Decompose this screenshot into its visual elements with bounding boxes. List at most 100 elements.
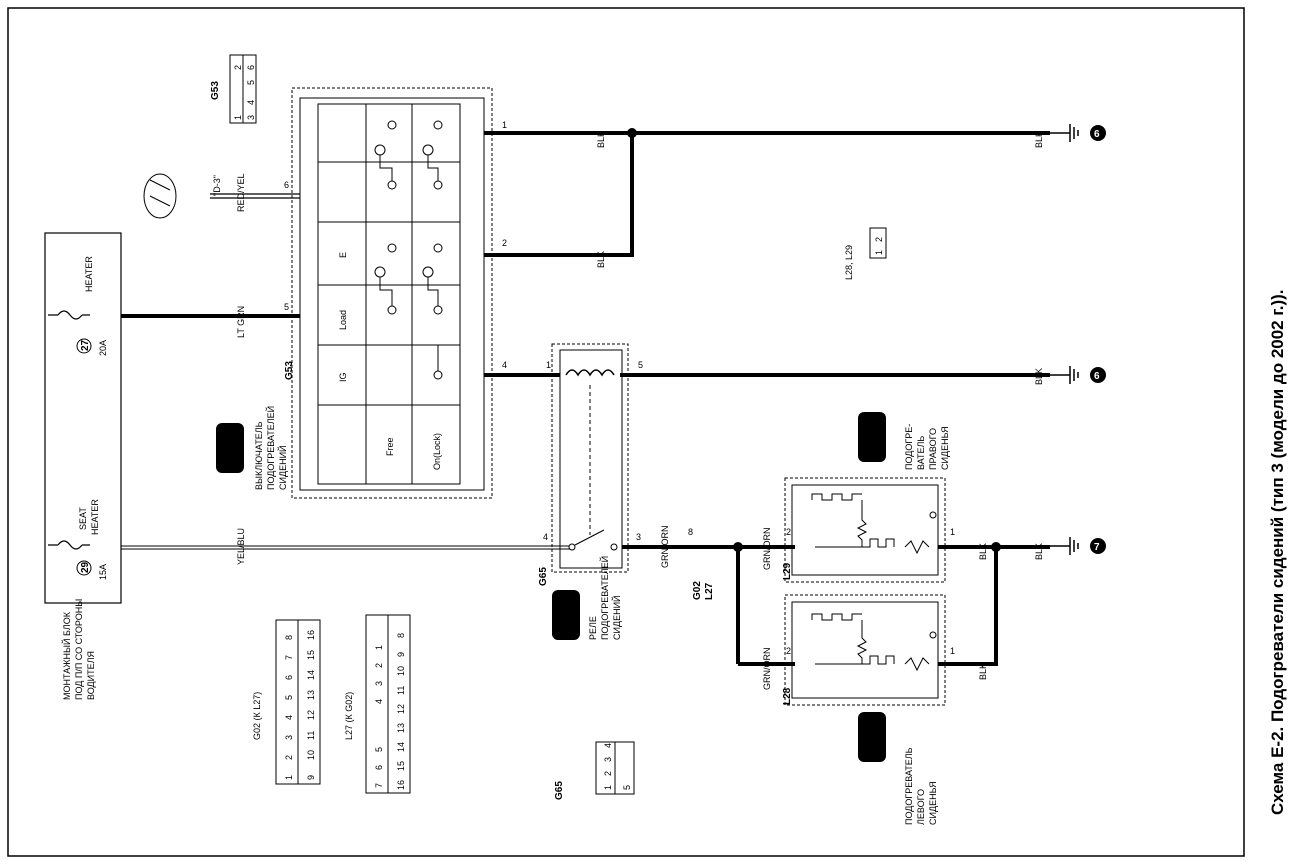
heater-l28-thermostat — [856, 620, 868, 664]
g02-cell: 4 — [284, 715, 294, 720]
ground-6-mid: 6 — [1050, 366, 1106, 384]
relay-pin-3: 3 — [636, 532, 641, 542]
switch-pin-6: 6 — [284, 180, 289, 190]
relay-switch-blade — [574, 529, 605, 546]
l27-cell: 7 — [374, 783, 384, 788]
heater-l29-element — [811, 493, 930, 555]
heater-l28-label-1: ПОДОГРЕВАТЕЛЬ — [904, 747, 914, 825]
heater-l28-contact — [929, 631, 937, 639]
switch-label-1: ВЫКЛЮЧАТЕЛЬ — [254, 421, 264, 490]
relay-pin-1: 1 — [546, 360, 551, 370]
l27-cell: 13 — [396, 723, 406, 733]
ground-label-circle — [1090, 367, 1106, 383]
g02-cell: 5 — [284, 695, 294, 700]
switch-col-e: E — [338, 252, 348, 258]
seat-heater-icon — [858, 712, 886, 762]
switch-pin-4: 4 — [502, 360, 507, 370]
g02-cell: 2 — [284, 755, 294, 760]
ground-label-circle — [1090, 125, 1106, 141]
g02-cell: 13 — [306, 690, 316, 700]
fuse-27-name: HEATER — [84, 256, 94, 292]
switch-label-3: СИДЕНИЙ — [277, 445, 288, 490]
g02-cell: 14 — [306, 670, 316, 680]
g53-cell-4: 4 — [246, 100, 256, 105]
heater-l29-label-4: СИДЕНЬЯ — [940, 426, 950, 470]
dimmer-icon — [143, 173, 177, 219]
relay-pin-5: 5 — [638, 360, 643, 370]
l27-view-title: L27 (К G02) — [344, 692, 354, 740]
l27-cell: 12 — [396, 704, 406, 714]
inline-connector-g02: G02 — [692, 581, 703, 600]
fuse-29-name-2: HEATER — [90, 499, 100, 535]
inline-connector-l27: L27 — [704, 582, 715, 600]
fuse-29-circle — [76, 560, 92, 576]
ground-label-6a: 6 — [1094, 129, 1100, 140]
splice-3 — [991, 542, 1001, 552]
g53-cell-2: 2 — [233, 65, 243, 70]
l28-l29-cell-2: 2 — [874, 237, 884, 242]
connector-view-g02: G02 (К L27) — [252, 619, 321, 785]
fuse-27-circle — [76, 338, 92, 354]
heater-l29: 2 1 L29 ПОДОГРЕ- ВАТЕЛЬ ПРАВОГО СИДЕНЬЯ — [782, 412, 955, 583]
ground-icon — [1050, 124, 1079, 142]
heater-l28-pin-2: 2 — [786, 646, 791, 656]
switch-col-ig: IG — [338, 372, 348, 382]
g53-cell-6: 6 — [246, 65, 256, 70]
heater-l29-connector: L29 — [782, 562, 793, 580]
seat-heater-icon — [858, 412, 886, 462]
wire-label-grn-orn: GRN/ORN — [660, 526, 670, 569]
heater-l29-pin-1: 1 — [950, 527, 955, 537]
relay-block-icon — [552, 590, 580, 640]
g02-cell: 6 — [284, 675, 294, 680]
switch-table — [317, 103, 461, 485]
g65-cell: 3 — [603, 757, 613, 762]
fuse-27-number: 27 — [80, 339, 91, 351]
heater-l29-label-3: ПРАВОГО — [928, 428, 938, 470]
switch-row-free: Free — [385, 437, 395, 456]
wire-label-lt-grn: LT GRN — [236, 306, 246, 338]
g02-cell: 7 — [284, 655, 294, 660]
illumination-symbol: "D-3" — [143, 173, 222, 219]
ground-icon — [1050, 537, 1079, 555]
switch-contacts — [374, 120, 443, 380]
switch-outline — [299, 97, 485, 491]
switch-pin-1: 1 — [502, 120, 507, 130]
g02-cell: 15 — [306, 650, 316, 660]
g65-cell: 4 — [603, 743, 613, 748]
relay-coil-icon — [565, 369, 615, 377]
wire-label-blk-6: BLK — [978, 663, 988, 680]
fuse-block-label-3: ВОДИТЕЛЯ — [86, 651, 96, 700]
heater-l28: 2 1 L28 ПОДОГРЕВАТЕЛЬ ЛЕВОГО СИДЕНЬЯ — [782, 594, 955, 825]
heater-l28-label-3: СИДЕНЬЯ — [928, 781, 938, 825]
switch-pin-2: 2 — [502, 238, 507, 248]
fuse-block: МОНТАЖНЫЙ БЛОК ПОД П/П СО СТОРОНЫ ВОДИТЕ… — [44, 232, 122, 700]
wire-label-red-yel: RED/YEL — [236, 173, 246, 212]
l27-cell: 8 — [396, 633, 406, 638]
connector-view-l27: L27 (К G02) — [344, 614, 411, 794]
heater-l29-pin-2: 2 — [786, 527, 791, 537]
switch-g53: IG Load E Free On(Lock) 1 2 4 G53 ВЫКЛЮЧ… — [216, 87, 507, 499]
heater-l29-box — [791, 484, 939, 576]
wire-label-blk-2: BLK — [596, 251, 606, 268]
l27-cell: 1 — [374, 645, 384, 650]
g65-cell: 2 — [603, 771, 613, 776]
relay-contact-b — [610, 543, 618, 551]
fuse-29-number: 29 — [80, 561, 91, 573]
fuse-block-label-2: ПОД П/П СО СТОРОНЫ — [74, 599, 84, 700]
switch-col-load: Load — [338, 310, 348, 330]
illum-label: "D-3" — [212, 175, 222, 196]
l27-cell: 6 — [374, 765, 384, 770]
ground-label-7: 7 — [1094, 542, 1100, 553]
switch-connector-label: G53 — [284, 361, 295, 380]
heater-l29-thermostat — [856, 500, 868, 547]
g53-cell-3: 3 — [246, 115, 256, 120]
g02-cell: 9 — [306, 775, 316, 780]
l27-cell: 14 — [396, 742, 406, 752]
relay-contact-a — [568, 543, 576, 551]
fuse-29-name-1: SEAT — [78, 507, 88, 530]
relay-g65: 1 5 4 3 G65 РЕЛЕ ПОДОГРЕВАТЕЛЕЙ СИДЕНИЙ — [538, 343, 643, 640]
fuse-block-box — [44, 232, 122, 604]
splice-1 — [627, 128, 637, 138]
